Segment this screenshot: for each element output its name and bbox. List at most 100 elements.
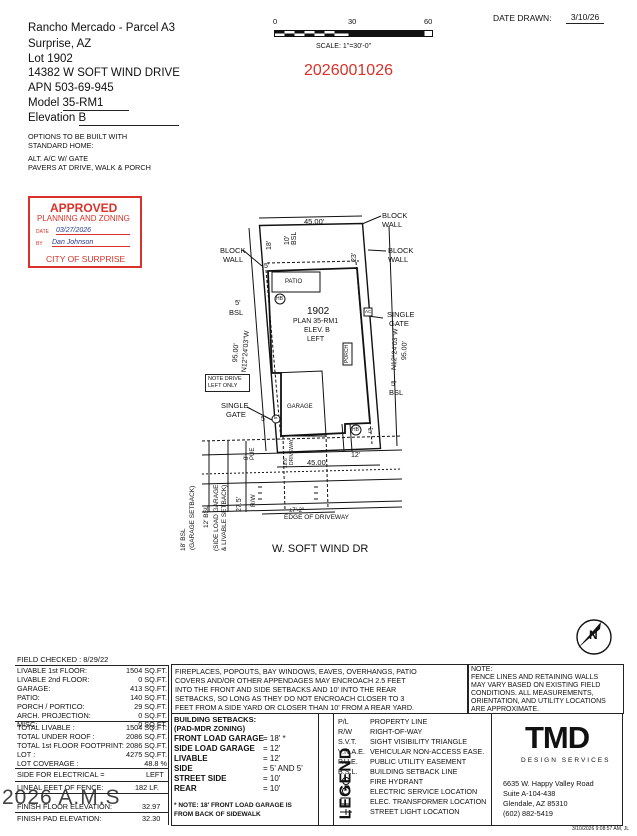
driveway-edge-right — [325, 433, 329, 510]
legend-abbr: R/W — [338, 727, 352, 736]
setback-value: = 5' AND 5' — [263, 764, 303, 773]
setback-label: SIDE — [174, 764, 193, 773]
legend-text: PUBLIC UTILITY EASEMENT — [370, 757, 467, 766]
options-line-4: PAVERS AT DRIVE, WALK & PORCH — [28, 163, 151, 172]
area-label: PORCH / PORTICO: — [17, 702, 85, 711]
hand-label: LEFT — [307, 336, 325, 343]
area-value: 0 SQ.FT. — [138, 720, 167, 729]
setbacks-note-2: FROM BACK OF SIDEWALK — [174, 811, 261, 818]
rear-bsl: BSL — [291, 231, 298, 245]
house-footprint — [267, 267, 371, 437]
total-label: TOTAL 1st FLOOR FOOTPRINT: — [17, 741, 124, 750]
total-label: TOTAL LIVABLE : — [17, 723, 75, 732]
front-setback-line — [201, 435, 403, 442]
electric-service-legend-icon — [342, 787, 350, 795]
rw-label: R/W — [250, 494, 257, 507]
rear-10: 10' — [284, 235, 291, 245]
side-load-setback-1: (SIDE LOAD GARAGE — [213, 484, 220, 551]
right-depth: 95.00' — [401, 341, 409, 361]
note-line: COVERS AND/OR OTHER APPENDAGES MAY ENCRO… — [175, 676, 406, 685]
leader-block-wall-top — [361, 215, 382, 225]
electrical-label: SIDE FOR ELECTRICAL = — [17, 770, 105, 779]
stamp-subtitle: PLANNING AND ZONING — [37, 214, 130, 223]
permit-number: 2026001026 — [304, 62, 393, 79]
garage-setback-label: (GARAGE SETBACK) — [189, 485, 196, 550]
setbacks-note-1: * NOTE: 18' FRONT LOAD GARAGE IS — [174, 802, 292, 809]
left-bsl: BSL — [229, 308, 244, 317]
encroachment-note: FIREPLACES, POPOUTS, BAY WINDOWS, EAVES,… — [171, 664, 469, 714]
legend-text: BUILDING SETBACK LINE — [370, 767, 458, 776]
right-setback-5: 5' — [391, 379, 397, 388]
company-address-3: Glendale, AZ 85310 — [503, 799, 568, 808]
patio-label: PATIO — [285, 279, 303, 285]
pue-line — [201, 449, 403, 456]
floor-elevation-value: 32.97 — [142, 802, 161, 811]
total-label: LOT COVERAGE : — [17, 759, 79, 768]
left-setback-line — [265, 269, 282, 441]
total-label: LOT : — [17, 750, 36, 759]
elevation-value: B — [78, 112, 179, 126]
legend-text: FIRE HYDRANT — [370, 777, 424, 786]
approval-stamp: APPROVED PLANNING AND ZONING DATE 03/27/… — [28, 196, 142, 268]
paver-marks — [258, 486, 318, 500]
sidewalk-line — [201, 478, 403, 485]
elev-label: ELEV. B — [304, 327, 330, 334]
lot-label: Lot — [28, 53, 44, 65]
total-value: 1504 SQ.FT. — [126, 723, 167, 732]
scale-tick-30: 30 — [348, 17, 357, 26]
legend-text: RIGHT-OF-WAY — [370, 727, 423, 736]
setback-12-bsl: 12' BSL — [203, 505, 210, 528]
note-drive-2: LEFT ONLY — [208, 383, 238, 389]
setback-value: = 18' * — [263, 734, 286, 743]
right-depth-dim — [388, 225, 398, 447]
company-phone: (602) 882-5419 — [503, 809, 553, 818]
legend-text: STREET LIGHT LOCATION — [370, 807, 460, 816]
total-label: TOTAL UNDER ROOF : — [17, 732, 95, 741]
north-arrow-letter: N — [589, 628, 598, 642]
area-value: 413 SQ.FT. — [130, 684, 167, 693]
company-address-2: Suite A-104-438 — [503, 789, 556, 798]
leader-single-gate-left — [246, 406, 273, 421]
company-block: TMD DESIGN SERVICES 6635 W. Happy Valley… — [491, 713, 623, 826]
front-5-left: 5' — [261, 416, 267, 423]
dim-7-2 — [261, 511, 336, 515]
ac-unit-icon — [363, 307, 373, 317]
fence-label: LINEAL FEET OF FENCE: — [17, 783, 104, 792]
setbacks-box: BUILDING SETBACKS: (PAD-MDR ZONING) FRON… — [171, 713, 319, 826]
electric-marker: E — [274, 415, 278, 421]
single-gate-left-2: GATE — [226, 410, 246, 419]
scale-bar — [274, 30, 433, 37]
scale-tick-0: 0 — [273, 17, 278, 26]
leader-block-wall-left — [242, 249, 263, 267]
setback-label: STREET SIDE — [174, 774, 227, 783]
single-gate-right-2: GATE — [389, 319, 409, 328]
area-value: 29 SQ.FT. — [134, 702, 167, 711]
hose-bib-front-icon — [350, 424, 362, 436]
note-line: NOTE: — [471, 666, 493, 673]
ac-marker: AC — [365, 309, 372, 314]
top-width-dim — [258, 215, 363, 219]
field-checked: FIELD CHECKED : 8/29/22 — [17, 655, 109, 664]
block-wall-right-1: BLOCK — [388, 246, 414, 255]
options-line-3: ALT. A/C W/ GATE — [28, 154, 89, 163]
electric-service-icon — [271, 414, 281, 424]
front-8: 8' — [244, 455, 250, 460]
area-value: 140 SQ.FT. — [130, 693, 167, 702]
single-gate-left-1: SINGLE — [221, 401, 249, 410]
legend-abbr: E — [344, 787, 348, 793]
options-line-1: OPTIONS TO BE BUILT WITH — [28, 132, 128, 141]
scale-label: SCALE: 1"=30'-0" — [316, 43, 372, 50]
left-5-top: 5' — [264, 263, 270, 270]
model-label: Model — [28, 97, 60, 109]
rear-setback-18: 18' — [266, 240, 273, 250]
north-arrow-icon — [576, 619, 612, 655]
model-value: 35-RM1 — [62, 97, 129, 111]
block-wall-top-2: WALL — [382, 220, 403, 229]
area-label: LIVABLE 2nd FLOOR: — [17, 675, 90, 684]
setback-label: LIVABLE — [174, 754, 208, 763]
print-timestamp: 3/10/2026 9:08:57 AM, JL — [572, 826, 629, 832]
note-line: MAY VARY BASED ON EXISTING FIELD — [471, 682, 601, 689]
stamp-date-label: DATE — [36, 229, 49, 235]
setback-value: = 12' — [263, 744, 281, 753]
